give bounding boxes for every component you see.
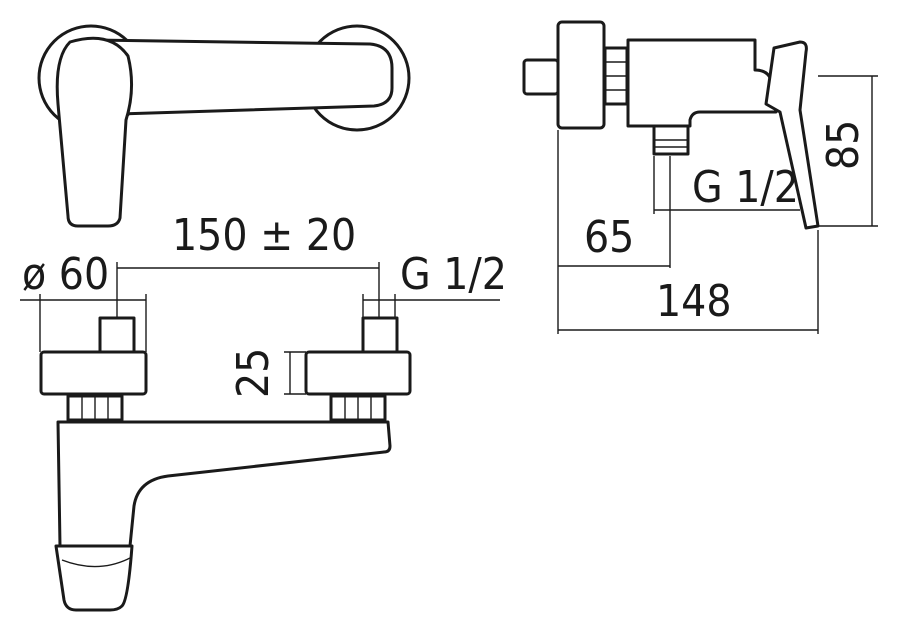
side-inlet-stub [522, 58, 560, 96]
top-view-body [90, 38, 394, 116]
dim-thread-right: G 1/2 [692, 162, 799, 213]
dim-diameter: ø 60 [22, 249, 109, 300]
front-view [20, 262, 500, 612]
top-view-lever [55, 36, 134, 228]
right-inlet-pipe [361, 316, 399, 354]
side-lever [764, 40, 820, 230]
aerator-spout [54, 544, 134, 612]
right-escutcheon [304, 350, 412, 396]
mixer-body [56, 420, 392, 548]
left-inlet-pipe [98, 316, 136, 354]
dim-depth: 65 [584, 212, 634, 263]
top-view [37, 24, 411, 228]
dim-center-distance: 150 ± 20 [172, 210, 356, 261]
side-view [522, 20, 878, 334]
side-escutcheon [556, 20, 606, 130]
dim-total-depth: 148 [656, 276, 732, 327]
dim-height: 85 [818, 120, 869, 170]
side-body [626, 38, 778, 128]
dim-height-small: 25 [228, 348, 279, 398]
aerator-rim [61, 557, 131, 568]
left-escutcheon [39, 350, 148, 396]
dim-thread-left: G 1/2 [400, 249, 507, 300]
